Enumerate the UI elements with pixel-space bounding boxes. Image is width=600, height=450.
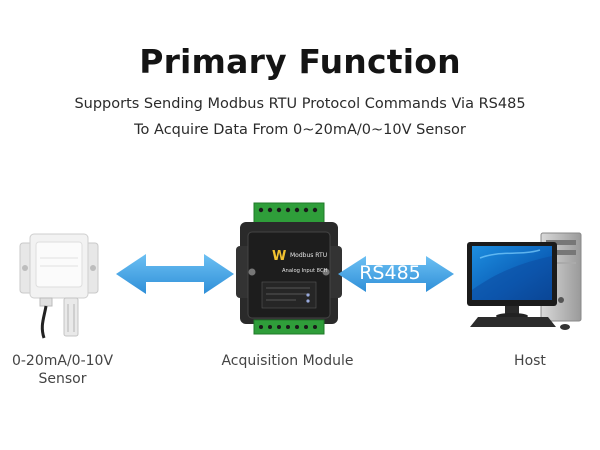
left-double-arrow <box>116 254 234 294</box>
sensor-caption: 0-20mA/0-10V Sensor <box>0 352 125 388</box>
sensor-device <box>19 233 99 339</box>
host-computer <box>467 232 582 330</box>
rs485-double-arrow <box>338 256 454 292</box>
sensor-caption-line-1: 0-20mA/0-10V <box>11 353 114 369</box>
host-caption: Host <box>514 353 546 369</box>
page-title: Primary Function <box>139 42 461 81</box>
module-logo: W <box>272 249 286 264</box>
acquisition-module <box>236 202 342 335</box>
module-caption: Acquisition Module <box>221 353 354 369</box>
module-label-line-1: Modbus RTU <box>290 252 327 259</box>
rs485-label: RS485 <box>359 262 421 284</box>
module-label-line-2: Analog Input 8CH <box>282 268 328 274</box>
subtitle-line-2: To Acquire Data From 0~20mA/0~10V Sensor <box>134 122 466 138</box>
subtitle-line-1: Supports Sending Modbus RTU Protocol Com… <box>74 96 526 112</box>
sensor-caption-line-2: Sensor <box>38 371 87 387</box>
